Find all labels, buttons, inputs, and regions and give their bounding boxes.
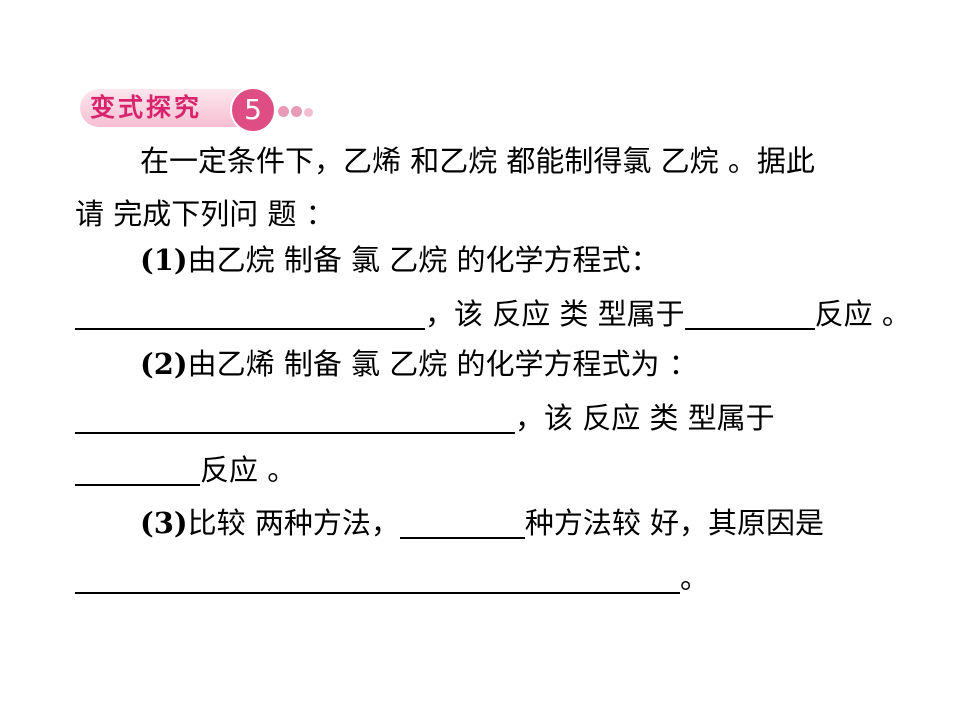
section-badge: 变式探究 5 bbox=[80, 86, 330, 133]
question-1-number: (1) bbox=[140, 243, 188, 277]
q1-equation-blank[interactable] bbox=[75, 298, 425, 330]
q3-method-blank[interactable] bbox=[399, 507, 525, 539]
badge-background bbox=[80, 89, 258, 127]
badge-label: 变式探究 bbox=[90, 93, 203, 122]
badge-number: 5 bbox=[230, 87, 276, 133]
question-3-answer-line: 。 bbox=[75, 560, 709, 596]
q2-mid-text: ，该 反应 类 型属于 bbox=[515, 401, 775, 435]
question-1: (1)由乙烷 制备 氯 乙烷 的化学方程式： bbox=[140, 242, 660, 278]
q2-end-text: 反应 。 bbox=[200, 453, 297, 487]
intro-line-1: 在一定条件下，乙烯 和乙烷 都能制得氯 乙烷 。据此 bbox=[140, 144, 815, 178]
q2-equation-blank[interactable] bbox=[75, 402, 515, 434]
q1-mid-text: ，该 反应 类 型属于 bbox=[425, 297, 685, 331]
q1-end-text: 反应 。 bbox=[814, 297, 911, 331]
question-3: (3)比较 两种方法， 种方法较 好，其原因是 bbox=[140, 505, 824, 541]
question-3-number: (3) bbox=[140, 506, 188, 540]
decorative-dots bbox=[278, 102, 315, 121]
q3-end-text: 。 bbox=[680, 561, 710, 595]
question-3-text: 比较 两种方法， bbox=[187, 506, 400, 540]
q3-mid-text: 种方法较 好，其原因是 bbox=[524, 506, 825, 540]
q3-reason-blank[interactable] bbox=[75, 562, 680, 594]
question-1-answer-line: ，该 反应 类 型属于 反应 。 bbox=[75, 296, 911, 332]
question-2-type-line: 反应 。 bbox=[75, 452, 296, 488]
q1-type-blank[interactable] bbox=[684, 298, 815, 330]
question-2-text: 由乙烯 制备 氯 乙烷 的化学方程式为 ： bbox=[187, 347, 698, 381]
question-1-text: 由乙烷 制备 氯 乙烷 的化学方程式： bbox=[187, 243, 660, 277]
question-2-answer-line: ，该 反应 类 型属于 bbox=[75, 400, 775, 436]
q2-type-blank[interactable] bbox=[75, 454, 200, 486]
question-2-number: (2) bbox=[140, 347, 188, 381]
intro-line-2: 请 完成下列问 题 ： bbox=[75, 197, 335, 231]
question-2: (2)由乙烯 制备 氯 乙烷 的化学方程式为 ： bbox=[140, 346, 698, 382]
